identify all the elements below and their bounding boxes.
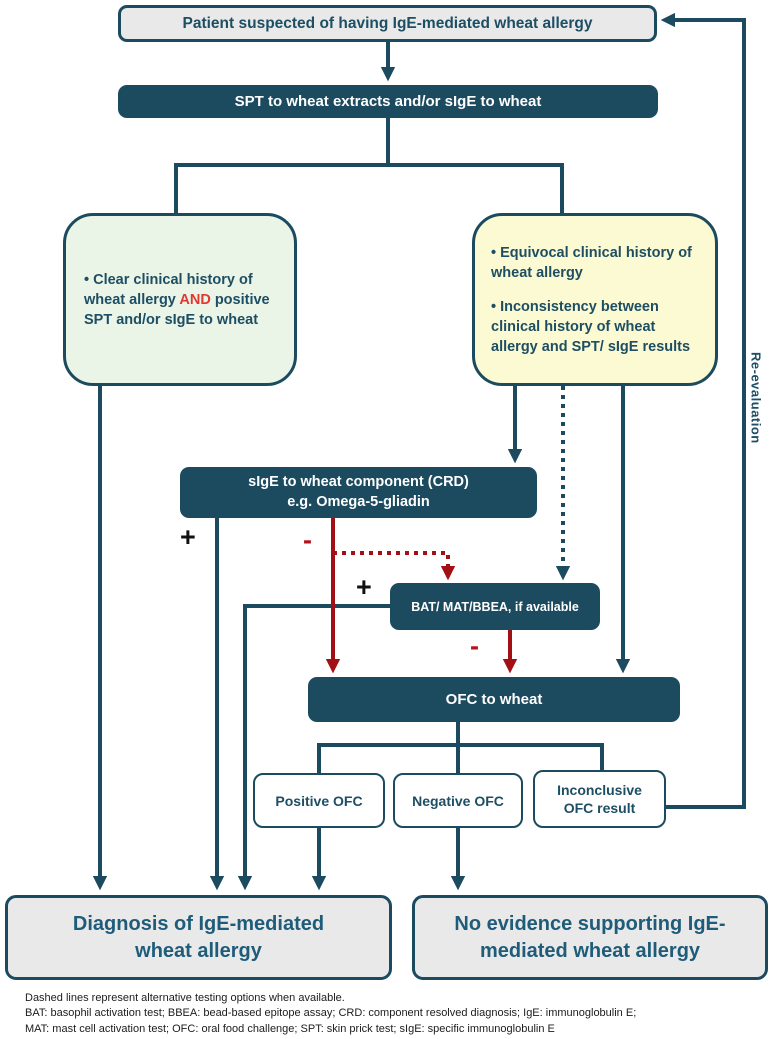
and-highlight: AND xyxy=(179,291,211,308)
equivocal-history-box: • Equivocal clinical history of wheat al… xyxy=(472,213,718,386)
equivocal-bullet-2: • Inconsistency between clinical history… xyxy=(491,298,691,355)
clear-history-text: • Clear clinical history of wheat allerg… xyxy=(84,271,270,328)
diagnosis-text: Diagnosis of IgE-mediated wheat allergy xyxy=(72,912,325,962)
negative-ofc-box: Negative OFC xyxy=(393,773,523,828)
re-evaluation-label: Re-evaluation xyxy=(748,352,764,444)
crd-line-1: sIgE to wheat component (CRD) xyxy=(248,473,469,490)
crd-component-box: sIgE to wheat component (CRD) e.g. Omega… xyxy=(180,467,537,518)
patient-suspected-box: Patient suspected of having IgE-mediated… xyxy=(118,5,657,42)
footnote-abbreviations-1: BAT: basophil activation test; BBEA: bea… xyxy=(25,1007,637,1020)
positive-ofc-box: Positive OFC xyxy=(253,773,385,828)
equivocal-bullet-1: • Equivocal clinical history of wheat al… xyxy=(491,244,692,281)
crd-line-2: e.g. Omega-5-gliadin xyxy=(287,493,430,510)
footnote-dashed-lines: Dashed lines represent alternative testi… xyxy=(25,992,345,1004)
arrow-crd-negative-to-bat-dotted xyxy=(333,551,456,581)
crd-positive-sign: + xyxy=(180,522,196,552)
crd-negative-sign: - xyxy=(303,525,312,555)
arrow-bat-positive-to-diagnosis xyxy=(237,604,390,891)
bat-mat-bbea-box: BAT/ MAT/BBEA, if available xyxy=(390,583,600,630)
footnote-abbreviations-2: MAT: mast cell activation test; OFC: ora… xyxy=(25,1022,555,1035)
footnotes: Dashed lines represent alternative testi… xyxy=(25,991,765,1037)
line-spt-split-branches xyxy=(174,163,564,215)
no-evidence-box: No evidence supporting IgE-mediated whea… xyxy=(412,895,768,980)
spt-sige-test-box: SPT to wheat extracts and/or sIgE to whe… xyxy=(118,85,658,118)
equivocal-history-text: • Equivocal clinical history of wheat al… xyxy=(491,243,699,357)
bat-negative-sign: - xyxy=(470,631,479,661)
no-evidence-text: No evidence supporting IgE-mediated whea… xyxy=(454,912,726,962)
ofc-to-wheat-box: OFC to wheat xyxy=(308,677,680,722)
inconclusive-ofc-box: Inconclusive OFC result xyxy=(533,770,666,828)
diagnosis-box: Diagnosis of IgE-mediated wheat allergy xyxy=(5,895,392,980)
clear-history-box: • Clear clinical history of wheat allerg… xyxy=(63,213,297,386)
bat-positive-sign: + xyxy=(356,572,372,602)
